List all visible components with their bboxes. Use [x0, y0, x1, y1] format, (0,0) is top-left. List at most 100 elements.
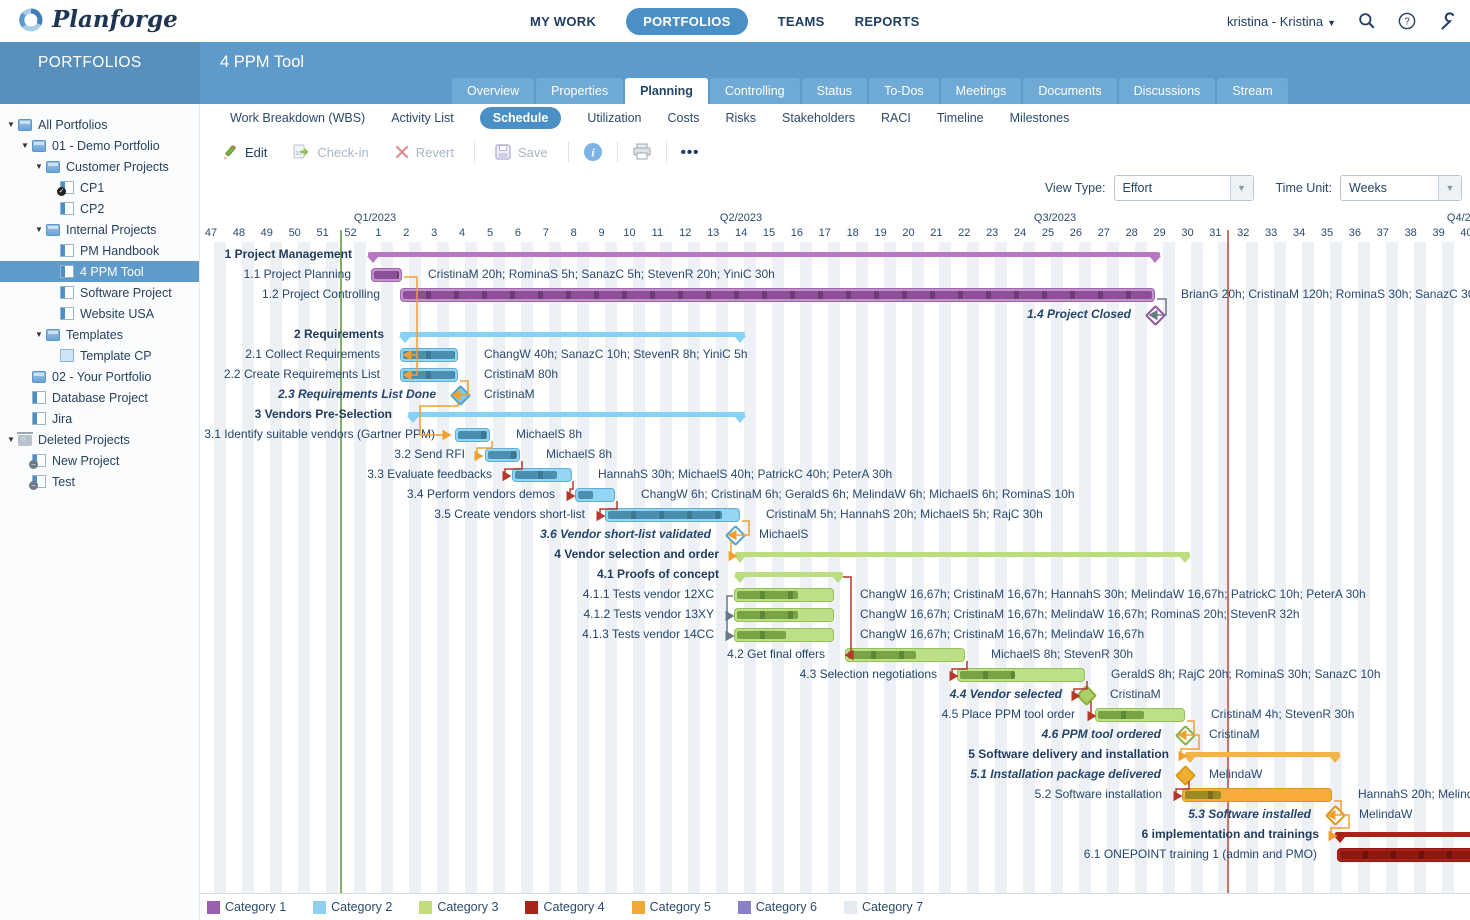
tree-expand-arrow[interactable]: ▼	[35, 225, 43, 234]
gantt-bar[interactable]	[845, 648, 965, 662]
sidebar-item-cp2[interactable]: CP2	[0, 198, 199, 219]
tab-meetings[interactable]: Meetings	[940, 78, 1022, 104]
sidebar-item-customer-projects[interactable]: ▼Customer Projects	[0, 156, 199, 177]
view-type-select[interactable]: Effort ▼	[1113, 175, 1254, 201]
edit-button[interactable]: Edit	[216, 140, 273, 164]
sidebar-item-02-your-portfolio[interactable]: 02 - Your Portfolio	[0, 366, 199, 387]
subtab-raci[interactable]: RACI	[880, 111, 911, 125]
gantt-bar[interactable]	[400, 288, 1155, 302]
summary-bar[interactable]	[1335, 832, 1470, 837]
sidebar-item-new-project[interactable]: New Project	[0, 450, 199, 471]
planforge-logo[interactable]: Planforge	[18, 6, 178, 33]
admin-tools-icon[interactable]	[1438, 12, 1456, 30]
subtab-stakeholders[interactable]: Stakeholders	[782, 111, 855, 125]
gantt-bar[interactable]	[400, 368, 458, 382]
subtab-milestones[interactable]: Milestones	[1009, 111, 1070, 125]
summary-bar[interactable]	[408, 412, 745, 417]
sidebar-item-test[interactable]: Test	[0, 471, 199, 492]
save-button[interactable]: Save	[489, 140, 554, 164]
nav-portfolios[interactable]: PORTFOLIOS	[626, 7, 748, 35]
tree-expand-arrow[interactable]: ▼	[35, 330, 43, 339]
summary-end-cap	[1334, 836, 1346, 843]
sidebar-item-website-usa[interactable]: Website USA	[0, 303, 199, 324]
tab-planning[interactable]: Planning	[625, 78, 708, 104]
sidebar-item-database-project[interactable]: Database Project	[0, 387, 199, 408]
nav-my-work[interactable]: MY WORK	[530, 13, 597, 29]
sidebar-header: PORTFOLIOS	[0, 42, 200, 104]
gantt-bar[interactable]	[575, 488, 615, 502]
chart-gridline	[353, 242, 366, 893]
tab-stream[interactable]: Stream	[1217, 78, 1288, 104]
tree-expand-arrow[interactable]: ▼	[35, 162, 43, 171]
milestone-diamond[interactable]	[1324, 804, 1347, 827]
chart-gridline	[911, 242, 924, 893]
gantt-bar[interactable]	[734, 628, 834, 642]
subtab-utilization[interactable]: Utilization	[587, 111, 642, 125]
gantt-bar[interactable]	[1095, 708, 1185, 722]
subtab-schedule[interactable]: Schedule	[479, 107, 562, 129]
gantt-bar[interactable]	[371, 268, 402, 282]
sidebar-item-jira[interactable]: Jira	[0, 408, 199, 429]
gantt-bar[interactable]	[734, 608, 834, 622]
summary-bar[interactable]	[368, 252, 1160, 257]
tab-status[interactable]: Status	[801, 78, 868, 104]
sidebar-item-software-project[interactable]: Software Project	[0, 282, 199, 303]
sidebar-item-deleted-projects[interactable]: ▼Deleted Projects	[0, 429, 199, 450]
sidebar-item-internal-projects[interactable]: ▼Internal Projects	[0, 219, 199, 240]
sidebar-item-pm-handbook[interactable]: PM Handbook	[0, 240, 199, 261]
sidebar-item-templates[interactable]: ▼Templates	[0, 324, 199, 345]
subtab-work-breakdown-wbs[interactable]: Work Breakdown (WBS)	[230, 111, 366, 125]
help-icon[interactable]: ?	[1398, 12, 1416, 30]
check-in-button[interactable]: 10 Check-in	[287, 140, 374, 164]
bar-progress	[737, 611, 799, 619]
summary-bar[interactable]	[400, 332, 745, 337]
gantt-bar[interactable]	[400, 348, 458, 362]
summary-bar[interactable]	[735, 552, 1190, 557]
gantt-bar[interactable]	[1337, 848, 1470, 862]
info-icon[interactable]: i	[583, 142, 603, 162]
bar-progress	[403, 351, 455, 359]
time-unit-select[interactable]: Weeks ▼	[1340, 175, 1462, 201]
chart-gridline	[939, 242, 952, 893]
chart-gridline	[1246, 242, 1259, 893]
sidebar-item-template-cp[interactable]: Template CP	[0, 345, 199, 366]
gantt-bar[interactable]	[734, 588, 834, 602]
tab-controlling[interactable]: Controlling	[709, 78, 800, 104]
subtab-timeline[interactable]: Timeline	[936, 111, 984, 125]
gantt-bar[interactable]	[1182, 788, 1332, 802]
tree-expand-arrow[interactable]: ▼	[7, 120, 15, 129]
chart-gridline	[1330, 242, 1342, 893]
nav-reports[interactable]: REPORTS	[854, 13, 920, 29]
legend-item-category-6: Category 6	[737, 900, 817, 914]
sidebar-item-01-demo-portfolio[interactable]: ▼01 - Demo Portfolio	[0, 135, 199, 156]
user-menu[interactable]: kristina - Kristina▼	[1227, 13, 1336, 29]
gantt-bar[interactable]	[512, 468, 572, 482]
tab-overview[interactable]: Overview	[452, 78, 535, 104]
summary-bar[interactable]	[735, 572, 843, 577]
gantt-bar[interactable]	[455, 428, 490, 442]
chart-gridline	[241, 242, 254, 893]
more-actions-button[interactable]: •••	[680, 143, 700, 161]
tab-documents[interactable]: Documents	[1023, 78, 1117, 104]
subtab-costs[interactable]: Costs	[667, 111, 700, 125]
nav-teams[interactable]: TEAMS	[777, 13, 825, 29]
tab-properties[interactable]: Properties	[536, 78, 624, 104]
search-icon[interactable]	[1358, 12, 1376, 30]
subtab-activity-list[interactable]: Activity List	[391, 111, 454, 125]
week-label: 18	[846, 227, 859, 239]
gantt-bar[interactable]	[485, 448, 520, 462]
tree-expand-arrow[interactable]: ▼	[7, 435, 15, 444]
revert-button[interactable]: Revert	[389, 141, 460, 164]
task-label: 3 Vendors Pre-Selection	[254, 407, 392, 421]
summary-bar[interactable]	[1185, 752, 1340, 757]
print-icon[interactable]	[632, 143, 652, 161]
subtab-risks[interactable]: Risks	[725, 111, 757, 125]
gantt-bar[interactable]	[605, 508, 740, 522]
sidebar-item-all-portfolios[interactable]: ▼All Portfolios	[0, 114, 199, 135]
sidebar-item-4-ppm-tool[interactable]: 4 PPM Tool	[0, 261, 199, 282]
tab-discussions[interactable]: Discussions	[1118, 78, 1216, 104]
sidebar-item-cp1[interactable]: CP1	[0, 177, 199, 198]
gantt-bar[interactable]	[957, 668, 1085, 682]
tree-expand-arrow[interactable]: ▼	[21, 141, 29, 150]
tab-to-dos[interactable]: To-Dos	[869, 78, 939, 104]
